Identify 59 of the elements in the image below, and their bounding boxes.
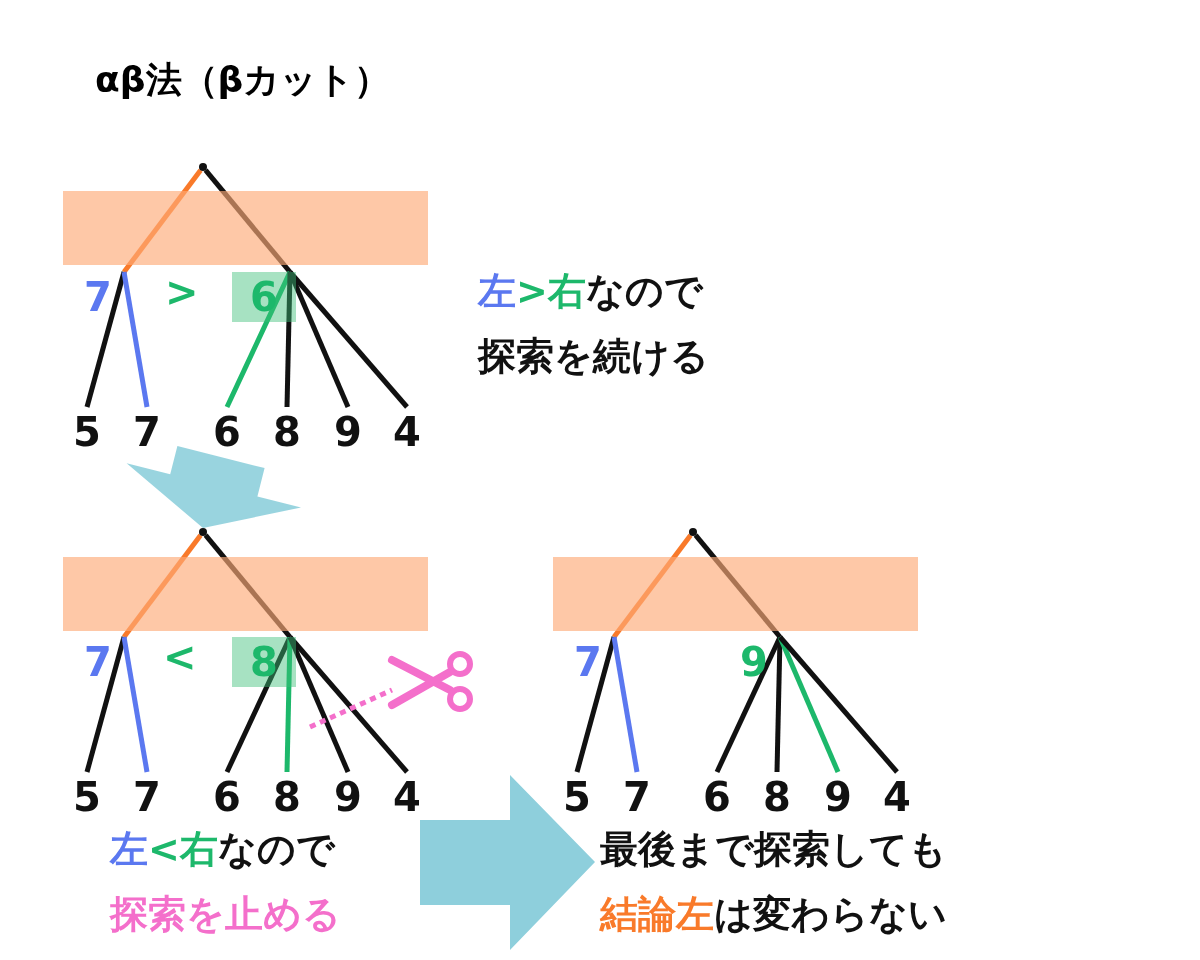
leaf-value: 8 [269, 772, 305, 822]
leaf-value: 7 [129, 407, 165, 457]
tree-branch [287, 271, 351, 408]
leaf-value: 6 [209, 407, 245, 457]
leaf-value: 4 [389, 772, 425, 822]
title: αβ法（βカット） [95, 62, 391, 98]
leaf-value: 6 [699, 772, 735, 822]
leaf-value: 4 [879, 772, 915, 822]
leaf-value: 7 [619, 772, 655, 822]
tree-branch [287, 636, 351, 773]
tree-branch [778, 635, 899, 774]
note-text: なので [217, 827, 335, 871]
leaf-value: 8 [759, 772, 795, 822]
note-text: 結論左 [600, 892, 714, 936]
node-value: 7 [84, 637, 124, 687]
tree-branch [203, 168, 292, 274]
note-text: <右 [148, 827, 218, 871]
note-text: なので [585, 269, 703, 313]
leaf-value: 7 [129, 772, 165, 822]
node-value: 6 [232, 272, 296, 322]
node-value: 9 [722, 637, 786, 687]
tree-branch [612, 533, 693, 639]
tree-branch [284, 636, 293, 773]
note-text: 左 [110, 827, 148, 871]
note-text: 左 [478, 269, 516, 313]
tree-branch [122, 533, 203, 639]
leaf-value: 5 [69, 407, 105, 457]
note-text: 最後まで探索しても [600, 827, 947, 871]
node-value: 8 [232, 637, 296, 687]
note-text: 探索を続ける [478, 334, 709, 378]
tree-branch [288, 270, 409, 409]
note-text: >右 [516, 269, 586, 313]
leaf-value: 5 [69, 772, 105, 822]
tree-branch [288, 635, 409, 774]
leaf-value: 9 [330, 407, 366, 457]
leaf-value: 8 [269, 407, 305, 457]
tree-branch [693, 533, 782, 639]
comparison-sign: < [163, 634, 197, 680]
note-text: は変わらない [714, 892, 947, 936]
comparison-sign: > [165, 269, 199, 315]
tree-branch [122, 168, 203, 274]
tree-branch [611, 636, 640, 773]
leaf-value: 5 [559, 772, 595, 822]
branch-point [689, 528, 697, 536]
tree-branch [121, 271, 150, 408]
leaf-value: 9 [330, 772, 366, 822]
note-text: 探索を止める [110, 892, 341, 936]
branch-point [199, 528, 207, 536]
tree-branch [203, 533, 292, 639]
node-value: 7 [574, 637, 614, 687]
branch-point [199, 163, 207, 171]
leaf-value: 4 [389, 407, 425, 457]
flow-arrow [126, 445, 301, 528]
tree-branch [121, 636, 150, 773]
leaf-value: 9 [820, 772, 856, 822]
node-value: 7 [84, 272, 124, 322]
leaf-value: 6 [209, 772, 245, 822]
tree-branch [284, 271, 293, 408]
tree-branch [777, 636, 841, 773]
